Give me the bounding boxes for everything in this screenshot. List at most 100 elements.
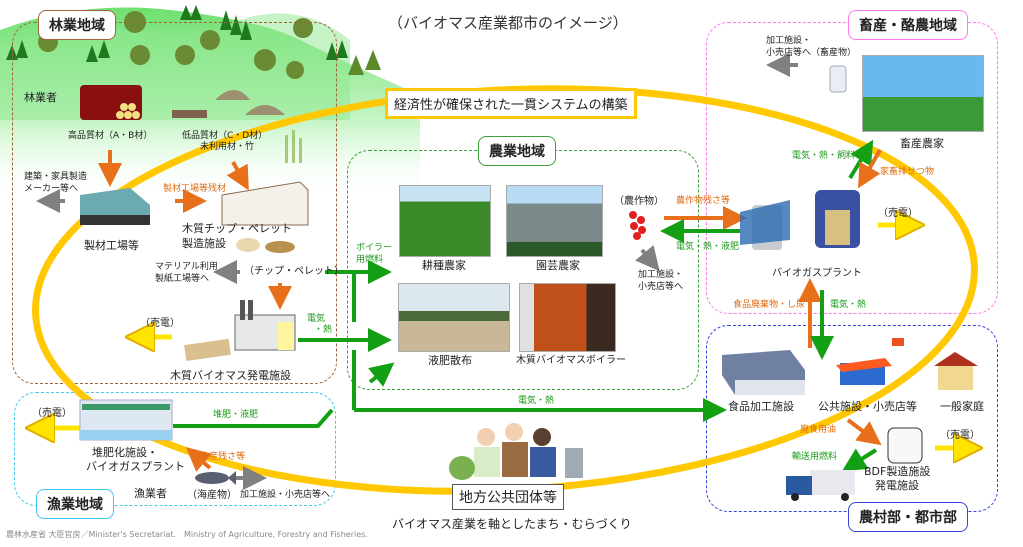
chips-pellets-icon	[236, 238, 295, 253]
liquid-fertilizer-photo	[398, 283, 510, 352]
bdf-label-2: 発電施設	[875, 479, 919, 492]
bdf-label-1: BDF製造施設	[864, 465, 931, 478]
boiler-fuel-label-2: 用燃料	[356, 255, 384, 265]
material-label-1: マテリアル利用	[155, 262, 218, 272]
log-pile-red-icon	[80, 85, 142, 120]
arrow-crops-to-shop	[635, 245, 660, 272]
wood-pile-icon	[184, 338, 231, 361]
wood-boiler-photo	[519, 283, 616, 352]
agriculture-tag: 農業地域	[478, 136, 556, 166]
compost-fert-label: 堆肥・液肥	[213, 410, 259, 420]
system-banner: 経済性が確保された一貫システムの構築	[385, 88, 637, 119]
horticulture-label: 園芸農家	[536, 259, 580, 272]
public-facility-label: 公共施設・小売店等	[818, 400, 917, 413]
to-maker-label-2: メーカー等へ	[24, 184, 79, 194]
arrow-manure	[858, 149, 882, 189]
waste-oil-label: 廃食用油	[800, 425, 837, 435]
fishery-region	[14, 392, 336, 506]
compost-label-1: 堆肥化施設・	[92, 446, 158, 459]
elec-heat-feed-label: 電気・熱・飼料	[792, 151, 856, 161]
high-quality-label: 高品質材（A・B材）	[68, 131, 153, 141]
elec-heat-label-1: 電気	[307, 314, 326, 324]
truck-icon	[786, 470, 855, 501]
fish-residue-label: 水産残さ等	[200, 452, 246, 462]
center-subtitle: バイオマス産業を軸としたまち・むらづくり	[392, 517, 632, 531]
elec-heat-label-2: ・熱	[314, 325, 333, 335]
bdf-tank-icon	[887, 427, 923, 464]
greenhouse-photo	[506, 185, 603, 257]
sawmill-label: 製材工場等	[84, 239, 139, 252]
fish-icon	[195, 471, 236, 485]
compost-facility-icon	[79, 399, 173, 441]
chip-factory-icon	[221, 181, 309, 226]
livestock-to-shop-label-1: 加工施設・	[766, 36, 812, 46]
transport-fuel-label: 輸送用燃料	[792, 452, 838, 462]
house-icon	[934, 352, 978, 390]
seafood-label: （海産物）	[187, 490, 237, 501]
material-label-2: 製紙工場等へ	[155, 274, 210, 284]
forestry-region	[12, 22, 337, 384]
food-plant-icon	[722, 350, 805, 395]
crops-label: （農作物）	[614, 196, 664, 207]
crop-residue-label: 農作物残さ等	[676, 196, 731, 206]
arrow-to-liquid	[368, 362, 395, 387]
food-waste-label: 食品廃棄物・し尿	[733, 300, 806, 310]
fish-to-shop-label: 加工施設・小売店等へ	[240, 490, 331, 500]
boiler-fuel-label-1: ボイラー	[356, 243, 393, 253]
household-label: 一般家庭	[940, 400, 984, 413]
livestock-to-shop-label-2: 小売店等へ（畜産物）	[766, 48, 857, 58]
chip-pellet-label: （チップ・ペレット）	[244, 266, 344, 277]
fishery-sell-power-label: （売電）	[32, 408, 72, 419]
forestry-tag: 林業地域	[38, 10, 116, 40]
bamboo-icon	[285, 130, 302, 163]
crops-to-shop-label-2: 小売店等へ	[638, 282, 684, 292]
arable-farm-photo	[399, 185, 491, 257]
power-plant-label: 木質バイオマス発電施設	[170, 369, 291, 382]
forester-label: 林業者	[24, 91, 57, 104]
chip-plant-label-1: 木質チップ・ペレット	[182, 222, 292, 235]
shop-icon	[836, 338, 904, 385]
urban-elec-heat-label: 電気・熱	[830, 300, 867, 310]
milk-can-icon	[829, 65, 847, 93]
food-plant-label: 食品加工施設	[728, 400, 794, 413]
crops-to-shop-label-1: 加工施設・	[638, 270, 684, 280]
footer-credit: 農林水産省 大臣官房／Minister's Secretariat. Minis…	[6, 530, 368, 539]
handshake-people-icon	[449, 423, 583, 480]
to-maker-label-1: 建築・家具製造	[24, 172, 88, 182]
arrow-low-quality	[226, 161, 249, 191]
arable-farm-label: 耕種農家	[422, 259, 466, 272]
compost-label-2: バイオガスプラント	[86, 460, 185, 473]
biogas-sell-power-label: （売電）	[878, 208, 918, 219]
power-plant-icon	[234, 300, 296, 351]
arrow-fish-residue	[185, 447, 212, 472]
forestry-sell-power-label: （売電）	[140, 318, 180, 329]
log-pile-gray-icon	[172, 90, 285, 118]
low-quality-label: 低品質材（C・D材）	[182, 131, 268, 141]
manure-label: 家畜排せつ物	[880, 167, 935, 177]
fishery-tag: 漁業地域	[36, 489, 114, 519]
sawmill-building-icon	[80, 188, 150, 225]
bdf-sell-power-label: （売電）	[940, 430, 980, 441]
elec-heat-fert-label: 電気・熱・液肥	[676, 242, 740, 252]
livestock-farm-photo	[862, 55, 984, 132]
local-government-label: 地方公共団体等	[452, 484, 564, 510]
arrow-waste-oil	[846, 418, 882, 446]
chip-plant-label-2: 製造施設	[182, 237, 226, 250]
silo-icon	[740, 190, 860, 250]
wood-boiler-label: 木質バイオマスボイラー	[516, 355, 626, 366]
livestock-tag: 畜産・酪農地域	[848, 10, 968, 40]
urban-tag: 農村部・都市部	[848, 502, 968, 532]
page-title: （バイオマス産業都市のイメージ）	[388, 14, 628, 32]
livestock-farm-label: 畜産農家	[900, 137, 944, 150]
arrow-transport-fuel	[841, 448, 878, 472]
tomato-icon	[629, 211, 646, 240]
liquid-fert-label: 液肥散布	[428, 354, 472, 367]
biogas-plant-label: バイオガスプラント	[772, 268, 862, 279]
unused-label: 未利用材・竹	[200, 142, 255, 152]
line-compost-fert	[173, 408, 334, 428]
residue-label: 製材工場等残材	[163, 184, 227, 194]
conifer-trees	[6, 5, 381, 75]
elec-heat-bottom-label: 電気・熱	[518, 396, 555, 406]
